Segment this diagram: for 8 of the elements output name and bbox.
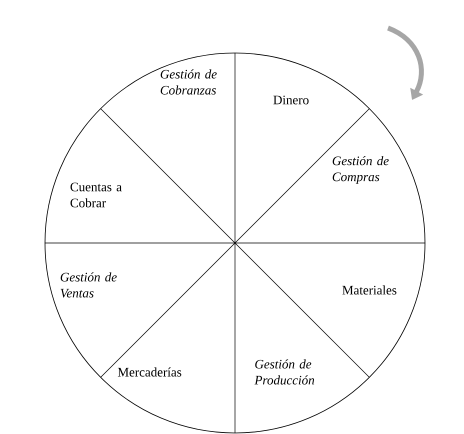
sector-label: Gestión de Compras [332, 156, 389, 184]
sector-label: Gestión de Ventas [60, 272, 117, 298]
sector-label: Mercaderías [118, 367, 182, 377]
sector-label: Cuentas a Cobrar [70, 182, 122, 208]
sector-label: Materiales [342, 285, 396, 295]
sector-label: Gestión de Producción [254, 359, 314, 385]
sector-label: Gestión de Cobranzas [160, 69, 217, 95]
sector-label: Dinero [273, 96, 309, 104]
